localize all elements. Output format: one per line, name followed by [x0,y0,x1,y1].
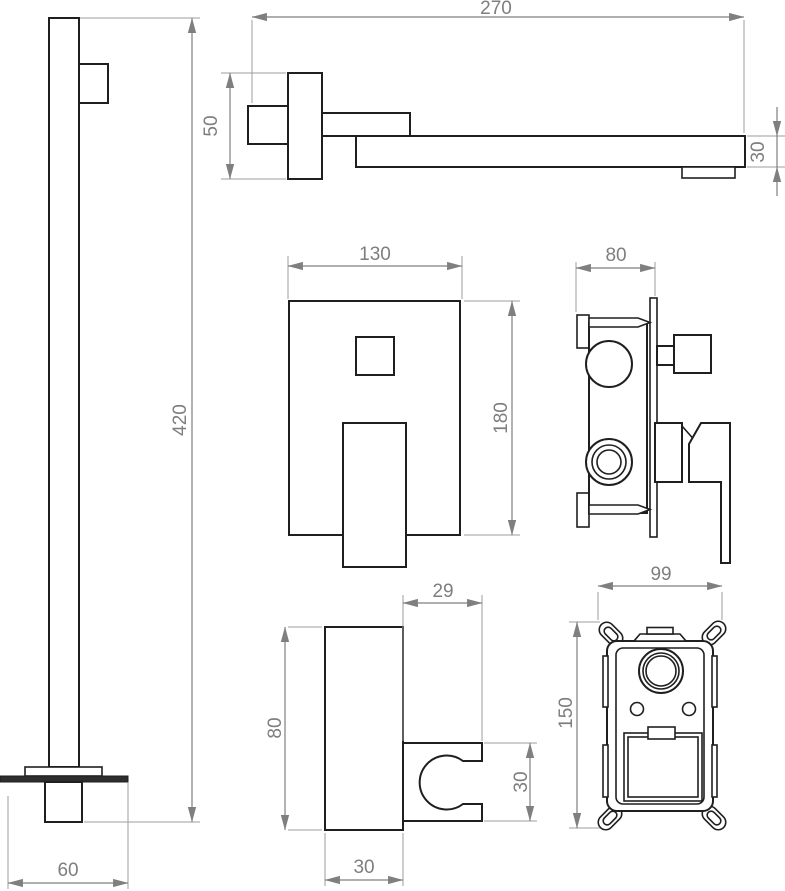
dim-label-rail-base-width: 60 [57,860,78,881]
spout-wall-connector [247,105,289,145]
box-left-notch-bottom [602,744,609,798]
dim-label-box-width: 99 [650,564,671,585]
dim-label-mixer-width: 130 [359,244,391,265]
rail-flange [24,766,103,777]
mixer-handle [342,422,407,568]
box-screw-hole-left [629,701,645,717]
mixer-height-dimension: 180 [464,300,520,536]
holder-bracket [402,742,483,822]
box-top-tab-base [632,633,688,642]
box-mounting-ear-bottom-left [597,805,623,831]
ear-slot [706,810,722,826]
dim-label-holder-height: 80 [265,717,286,738]
mixer-side-bottom-screw [588,504,653,515]
rail-height-dimension: 420 [80,17,200,823]
dim-label-holder-base-width: 30 [353,857,374,878]
mixer-side-handle-lever [688,422,731,564]
box-screw-hole-right [681,701,697,717]
rail-base-block [44,781,83,823]
mixer-side-bottom-port-inner [596,449,622,475]
box-mounting-ear-top-right [701,620,727,646]
box-right-notch-top [711,655,718,708]
dim-label-rail-height: 420 [170,404,191,436]
box-mounting-ear-bottom-right [701,805,727,831]
mixer-side-plate-edge [649,297,658,538]
mixer-width-dimension: 130 [287,244,463,299]
spout-escutcheon [287,72,323,180]
ear-slot [602,810,618,826]
holder-height-dimension: 80 [265,626,322,831]
box-access-window-inner [627,736,699,798]
spout-thickness-dimension: 30 [747,107,785,196]
rail-mount-block [78,63,109,104]
spout-upper-arm [321,112,411,137]
dim-label-box-height: 150 [556,697,577,729]
mixer-side-bottom-lug [576,492,590,528]
box-window-clip [647,726,676,740]
holder-base-width-dimension: 30 [324,833,404,886]
rough-in-box-view: 99 150 [556,564,727,831]
dim-label-spout-thickness: 30 [748,141,769,162]
dim-label-spout-plate-height: 50 [201,115,222,136]
dim-label-mixer-depth: 80 [605,245,626,266]
mixer-side-handle-base [654,422,683,483]
box-width-dimension: 99 [597,564,723,620]
spout-body [355,135,746,168]
mixer-side-diverter-knob [673,334,712,374]
box-top-tab [646,626,674,635]
mixer-depth-dimension: 80 [575,245,656,312]
spout-plate-height-dimension: 50 [201,72,286,180]
ear-slot [603,626,619,642]
dim-label-mixer-height: 180 [491,402,512,434]
spout-length-dimension: 270 [251,0,745,133]
holder-bracket-height-dimension: 30 [484,742,537,822]
rail-base-width-dimension: 60 [7,783,129,889]
mixer-side-top-screw [588,317,653,328]
mixer-side-knob-stem [656,345,675,366]
spout-aerator [681,166,736,179]
rail-bar [48,17,80,768]
mixer-diverter-button [355,336,395,376]
box-right-notch-bottom [711,744,718,798]
box-height-dimension: 150 [556,621,600,829]
box-mounting-ear-top-left [598,621,624,647]
wall-spout-view: 270 50 30 [201,0,785,196]
ear-slot [706,625,722,641]
mixer-side-top-lug [576,314,590,349]
holder-bracket-depth-dimension: 29 [402,581,483,741]
holder-view: 29 80 30 30 [265,581,537,886]
box-valve-port-inner [645,655,677,687]
mixer-side-top-port [585,340,633,388]
mixer-front-view: 130 180 [287,244,520,568]
mixer-side-view: 80 [575,245,731,564]
dim-label-holder-bracket-height: 30 [511,771,532,792]
dim-label-spout-length: 270 [480,0,512,19]
dim-label-holder-bracket-depth: 29 [432,581,453,602]
holder-wall-plate [324,626,404,831]
box-left-notch-top [602,655,609,708]
shower-rail-view: 420 60 [0,17,200,889]
